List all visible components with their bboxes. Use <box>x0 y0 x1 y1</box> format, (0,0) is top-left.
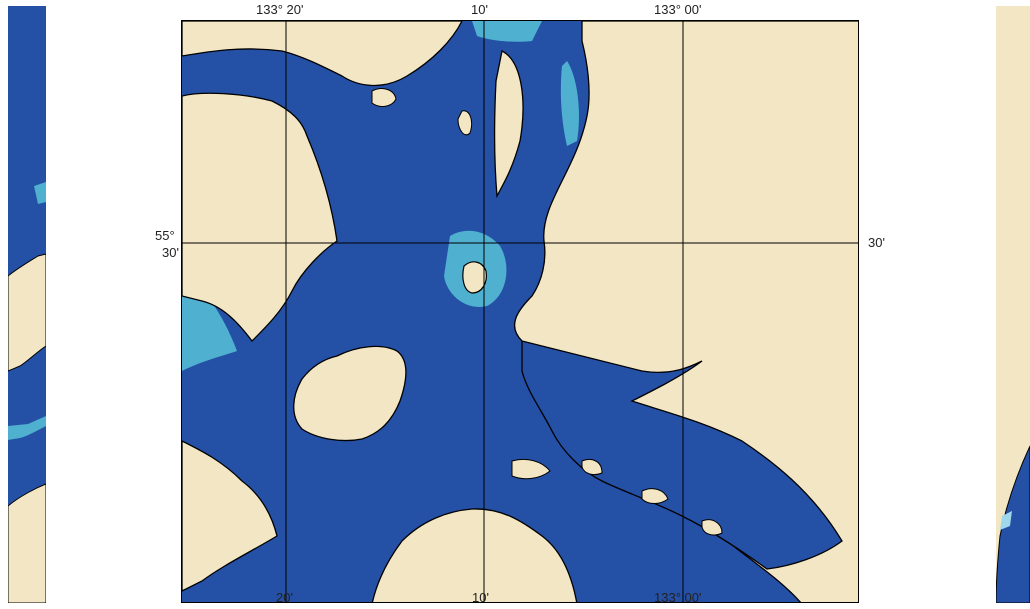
small-island-east-3 <box>581 459 603 476</box>
right-map-water <box>996 445 1030 603</box>
main-map-panel[interactable] <box>181 20 859 603</box>
label-bottom-20: 20' <box>276 590 293 605</box>
small-island-north-2 <box>457 110 473 136</box>
main-map-svg[interactable] <box>182 21 859 603</box>
label-top-133-00: 133° 00' <box>654 2 702 17</box>
left-adjacent-map-panel <box>8 6 46 603</box>
left-map-shallow <box>8 416 46 440</box>
south-land <box>371 508 578 602</box>
shallow-north <box>472 21 542 42</box>
small-island-center <box>462 261 487 294</box>
west-land-lower <box>182 440 278 592</box>
east-channel <box>521 340 843 570</box>
label-top-10: 10' <box>471 2 488 17</box>
left-map-shallow-2 <box>34 182 46 204</box>
shallow-northeast <box>560 61 579 146</box>
north-long-island <box>493 50 524 199</box>
left-map-land-upper <box>8 253 46 372</box>
small-island-north-1 <box>371 88 397 107</box>
label-bottom-10: 10' <box>472 590 489 605</box>
north-land <box>182 21 463 87</box>
left-map-svg <box>8 6 46 603</box>
left-map-land-lower <box>8 483 46 603</box>
label-bottom-133-00: 133° 00' <box>654 590 702 605</box>
right-map-shallow <box>1000 511 1012 530</box>
west-land-upper <box>182 92 338 342</box>
right-map-svg <box>996 6 1030 603</box>
label-top-133-20: 133° 20' <box>256 2 304 17</box>
large-central-island <box>293 345 407 442</box>
label-left-30: 30' <box>162 245 179 260</box>
small-island-east-1 <box>641 488 669 504</box>
small-island-east-2 <box>701 519 723 536</box>
right-adjacent-map-panel <box>996 6 1030 603</box>
small-island-south-1 <box>511 458 551 480</box>
label-right-30: 30' <box>868 235 885 250</box>
label-left-55: 55° <box>155 228 175 243</box>
